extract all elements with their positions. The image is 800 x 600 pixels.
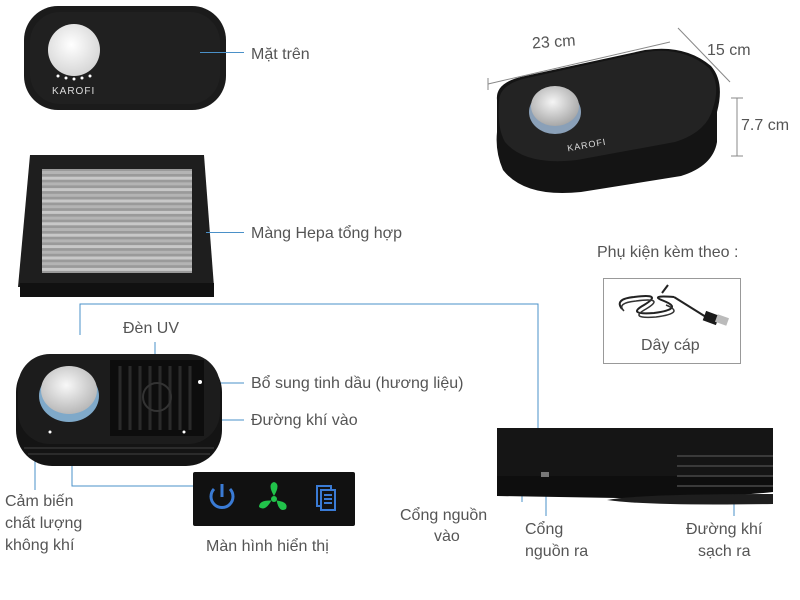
- label-cam-bien-2: chất lượng: [5, 515, 83, 532]
- label-day-cap: Dây cáp: [641, 337, 700, 354]
- label-cong-ra-1: Cổng: [525, 521, 564, 538]
- dimension-height: 7.7 cm: [741, 117, 790, 134]
- device-internal-view: [14, 350, 224, 473]
- label-duong-khi-sach-1: Đường khí: [686, 521, 763, 538]
- dimension-width: 15 cm: [707, 42, 751, 59]
- device-3d-view: KAROFI: [485, 42, 735, 207]
- label-cong-ra-2: nguồn ra: [525, 543, 589, 560]
- device-top-view: KAROFI: [22, 4, 228, 117]
- device-side-zoom: [497, 428, 773, 515]
- label-duong-khi-sach-2: sạch ra: [698, 543, 751, 560]
- display-panel: [193, 472, 355, 526]
- accessory-box: Dây cáp: [603, 278, 741, 364]
- label-cam-bien-1: Cảm biến: [5, 493, 74, 510]
- label-bo-sung: Bổ sung tinh dầu (hương liệu): [251, 375, 464, 392]
- fan-icon: [259, 482, 287, 510]
- label-duong-khi-vao: Đường khí vào: [251, 412, 358, 429]
- label-cong-vao-1: Cổng nguồn: [400, 507, 488, 524]
- label-phu-kien: Phụ kiện kèm theo :: [597, 244, 739, 261]
- hepa-filter-image: [18, 155, 214, 302]
- label-mat-tren: Mặt trên: [251, 46, 310, 63]
- label-cong-vao-2: vào: [434, 528, 460, 545]
- dimension-length: 23 cm: [531, 32, 577, 53]
- label-cam-bien-3: không khí: [5, 537, 75, 554]
- usb-cable-icon: [618, 284, 730, 326]
- label-den-uv: Đèn UV: [123, 320, 180, 337]
- label-man-hinh: Màn hình hiển thị: [206, 538, 329, 555]
- label-mang-hepa: Màng Hepa tổng hợp: [251, 225, 403, 242]
- brand-logo-top: KAROFI: [52, 86, 96, 97]
- filter-icon: [316, 485, 336, 511]
- power-icon: [209, 484, 235, 509]
